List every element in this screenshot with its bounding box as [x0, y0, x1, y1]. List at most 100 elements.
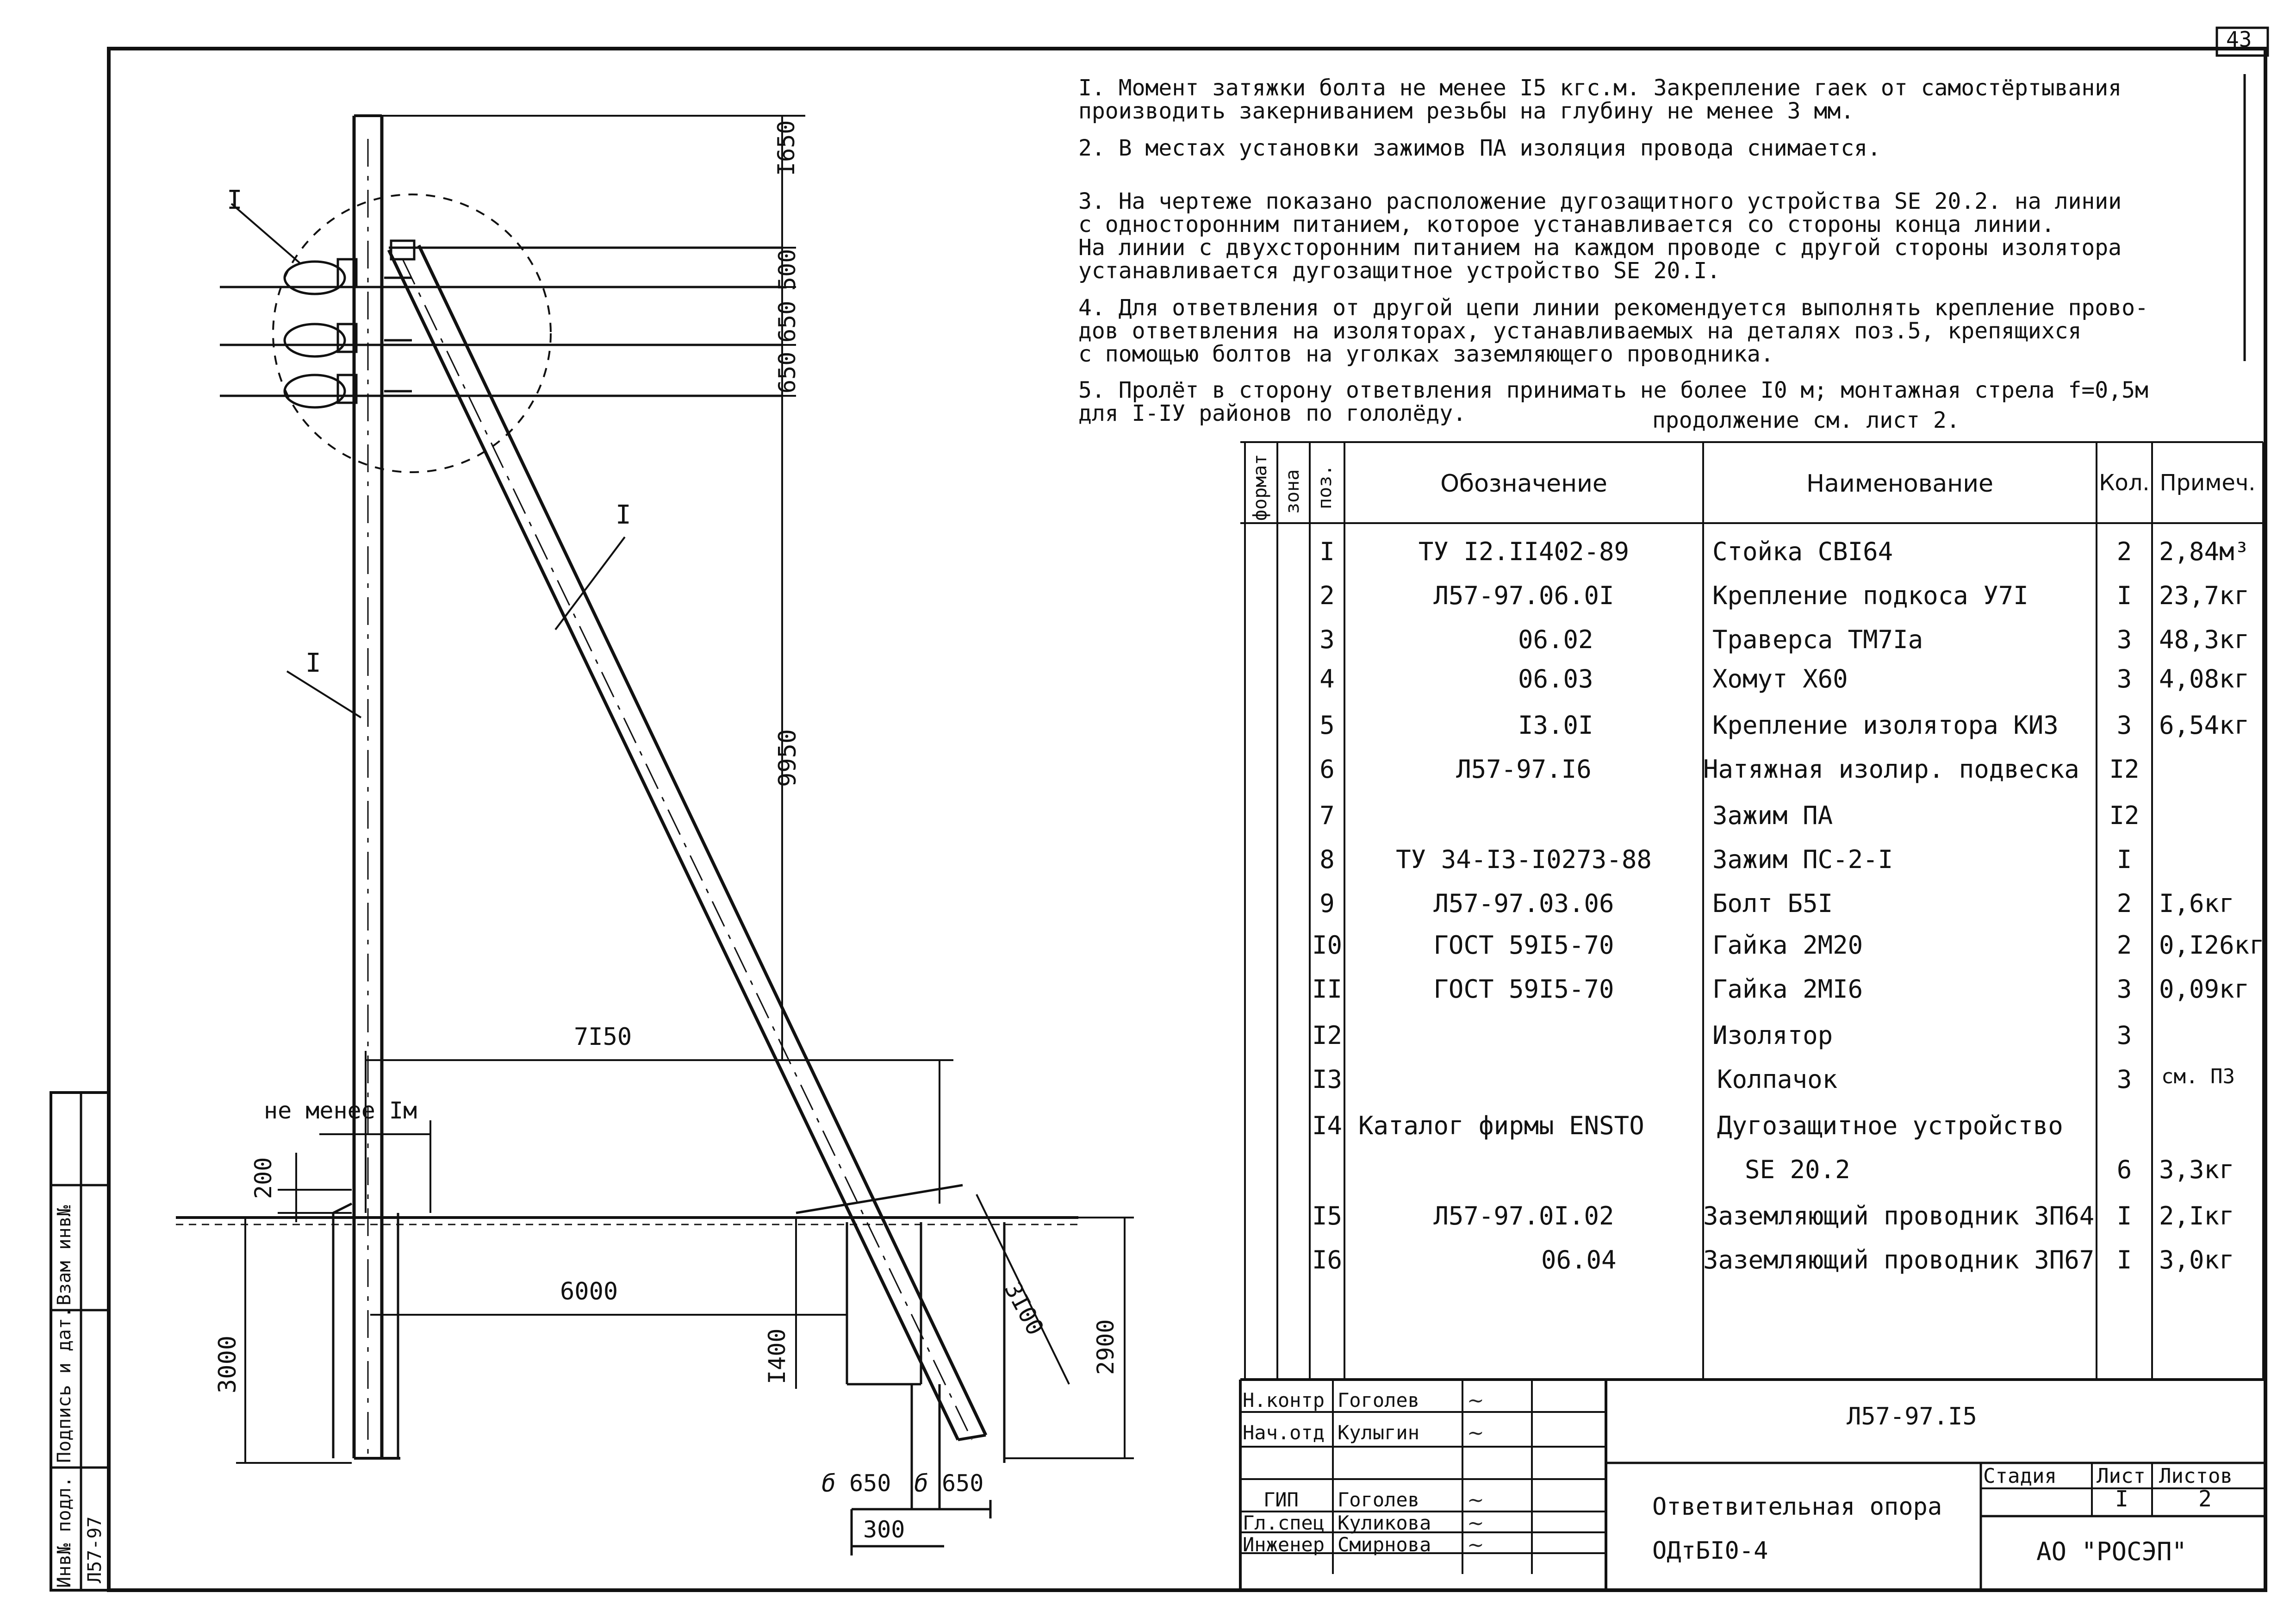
side-inv-orig: Инв№ подл.	[54, 1476, 75, 1588]
row-designation: ТУ 34-I3-I0273-88	[1396, 845, 1652, 874]
row-pos: I	[1319, 537, 1335, 566]
row-qty: 2	[2116, 931, 2132, 960]
row-pos: I2	[1312, 1021, 1343, 1050]
row-pos: 3	[1319, 625, 1335, 654]
row-name: Дугозащитное устройство	[1717, 1111, 2063, 1140]
dim-6000: 6000	[560, 1278, 618, 1305]
row-qty: 3	[2116, 625, 2132, 654]
row-pos: 5	[1319, 711, 1335, 740]
row-note: 3,3кг	[2159, 1155, 2234, 1184]
table-header-name: Наименование	[1806, 470, 1994, 498]
row-pos: I4	[1312, 1111, 1343, 1140]
pole	[352, 114, 400, 1460]
signature-3: ~	[1467, 1488, 1484, 1512]
row-note: 48,3кг	[2159, 625, 2250, 654]
row-designation: 06.03	[1518, 664, 1593, 693]
row-name: Зажим ПС-2-I	[1712, 845, 1893, 874]
row-designation: Л57-97.06.0I	[1433, 581, 1614, 610]
sheet-number: 43	[2226, 27, 2252, 52]
doc-code: Л57-97.I5	[1847, 1403, 1977, 1430]
table-header-zone: зона	[1282, 469, 1303, 514]
callout-brace-label: I	[616, 500, 631, 530]
row-designation: Л57-97.I6	[1456, 755, 1592, 784]
row-qty: 3	[2116, 664, 2132, 693]
row-pos: I0	[1312, 931, 1343, 960]
doc-title-line2: ОДтБI0-4	[1652, 1537, 1768, 1565]
table-header-pos: поз.	[1314, 464, 1336, 509]
note-1: I. Момент затяжки болта не менее I5 кгс.…	[1078, 75, 2122, 124]
note-3: 3. На чертеже показано расположение дуго…	[1078, 188, 2122, 284]
note-5: 5. Пролёт в сторону ответвления принимат…	[1078, 377, 2148, 426]
dim-1m-line	[319, 1120, 431, 1213]
row-note: 2,Iкг	[2159, 1201, 2234, 1230]
row-pos: 9	[1319, 889, 1335, 918]
dim-1400: I400	[764, 1328, 790, 1384]
spec-table-grid	[1240, 441, 2264, 1380]
dim-2900: 2900	[1092, 1319, 1119, 1375]
row-qty: I	[2116, 1201, 2132, 1230]
signature-2: ~	[1467, 1421, 1484, 1445]
callout-pole-label: I	[305, 648, 321, 678]
row-note: I,6кг	[2159, 889, 2234, 918]
dim-650c: 650	[849, 1470, 891, 1497]
row-qty: I2	[2109, 801, 2140, 830]
sheets-label: Листов	[2159, 1464, 2233, 1488]
row-name: Колпачок	[1717, 1065, 1838, 1094]
dim-650a: 650	[774, 300, 801, 343]
row-note: 3,0кг	[2159, 1245, 2234, 1274]
table-header-note: Примеч.	[2159, 470, 2256, 496]
sheets-value: 2	[2198, 1486, 2212, 1512]
table-header-designation: Обозначение	[1440, 470, 1607, 498]
row-note: 4,08кг	[2159, 664, 2250, 693]
callout-top-label: I	[227, 185, 243, 215]
signature-4: ~	[1467, 1512, 1484, 1535]
dim-3000: 3000	[214, 1335, 242, 1393]
row-qty: 3	[2116, 711, 2132, 740]
row-name: Траверса ТМ7Iа	[1712, 625, 1923, 654]
row-note: 23,7кг	[2159, 581, 2250, 610]
tb-role: Инженер	[1243, 1533, 1325, 1556]
row-qty: 2	[2116, 889, 2132, 918]
row-name: Гайка 2М20	[1712, 931, 1863, 960]
dim-500: 500	[774, 249, 801, 291]
tb-role: Нач.отд	[1243, 1421, 1325, 1444]
row-designation: Л57-97.03.06	[1433, 889, 1614, 918]
row-name: Гайка 2МI6	[1712, 974, 1863, 1004]
dim-200: 200	[250, 1157, 277, 1199]
row-name: Изолятор	[1712, 1021, 1833, 1050]
row-name: Стойка СВI64	[1712, 537, 1893, 566]
row-pos: 8	[1319, 845, 1335, 874]
doc-title-line1: Ответвительная опора	[1652, 1493, 1942, 1521]
detail-circle	[272, 194, 552, 473]
row-qty: 3	[2116, 1065, 2132, 1094]
tb-name: Гоголев	[1338, 1389, 1420, 1412]
brace-foundation	[796, 1184, 1006, 1555]
dim-not-less-1m: не менее Iм	[264, 1097, 417, 1124]
dim-9950: 9950	[774, 729, 802, 787]
row-name: Крепление изолятора КИЗ	[1712, 711, 2059, 740]
dim-b-right: б	[914, 1470, 929, 1498]
tb-name: Смирнова	[1338, 1533, 1431, 1556]
row-pos: I6	[1312, 1245, 1343, 1274]
row-designation: 06.02	[1518, 625, 1593, 654]
tb-name: Гоголев	[1338, 1488, 1420, 1511]
side-signature-date: Подпись и дат.	[54, 1306, 75, 1463]
signature-5: ~	[1467, 1533, 1484, 1557]
sheet-number-box	[2215, 26, 2269, 57]
title-block-grid	[1239, 1378, 2265, 1590]
brace	[387, 244, 988, 1441]
callout-brace-leader	[554, 536, 626, 631]
dim-200-line	[278, 1153, 352, 1222]
row-pos: II	[1312, 974, 1343, 1004]
row-name: Заземляющий проводник ЗП67	[1703, 1245, 2095, 1274]
pole-pit	[332, 1202, 399, 1458]
row-name: Заземляющий проводник ЗП64	[1703, 1201, 2095, 1230]
row-pos: 4	[1319, 664, 1335, 693]
row-designation: Каталог фирмы ENSTO	[1358, 1111, 1644, 1140]
row-designation: Л57-97.0I.02	[1433, 1201, 1614, 1230]
row-note: 0,09кг	[2159, 974, 2250, 1004]
tb-name: Куликова	[1338, 1512, 1431, 1534]
row-pos: I3	[1312, 1065, 1343, 1094]
stage-label: Стадия	[1983, 1464, 2057, 1488]
